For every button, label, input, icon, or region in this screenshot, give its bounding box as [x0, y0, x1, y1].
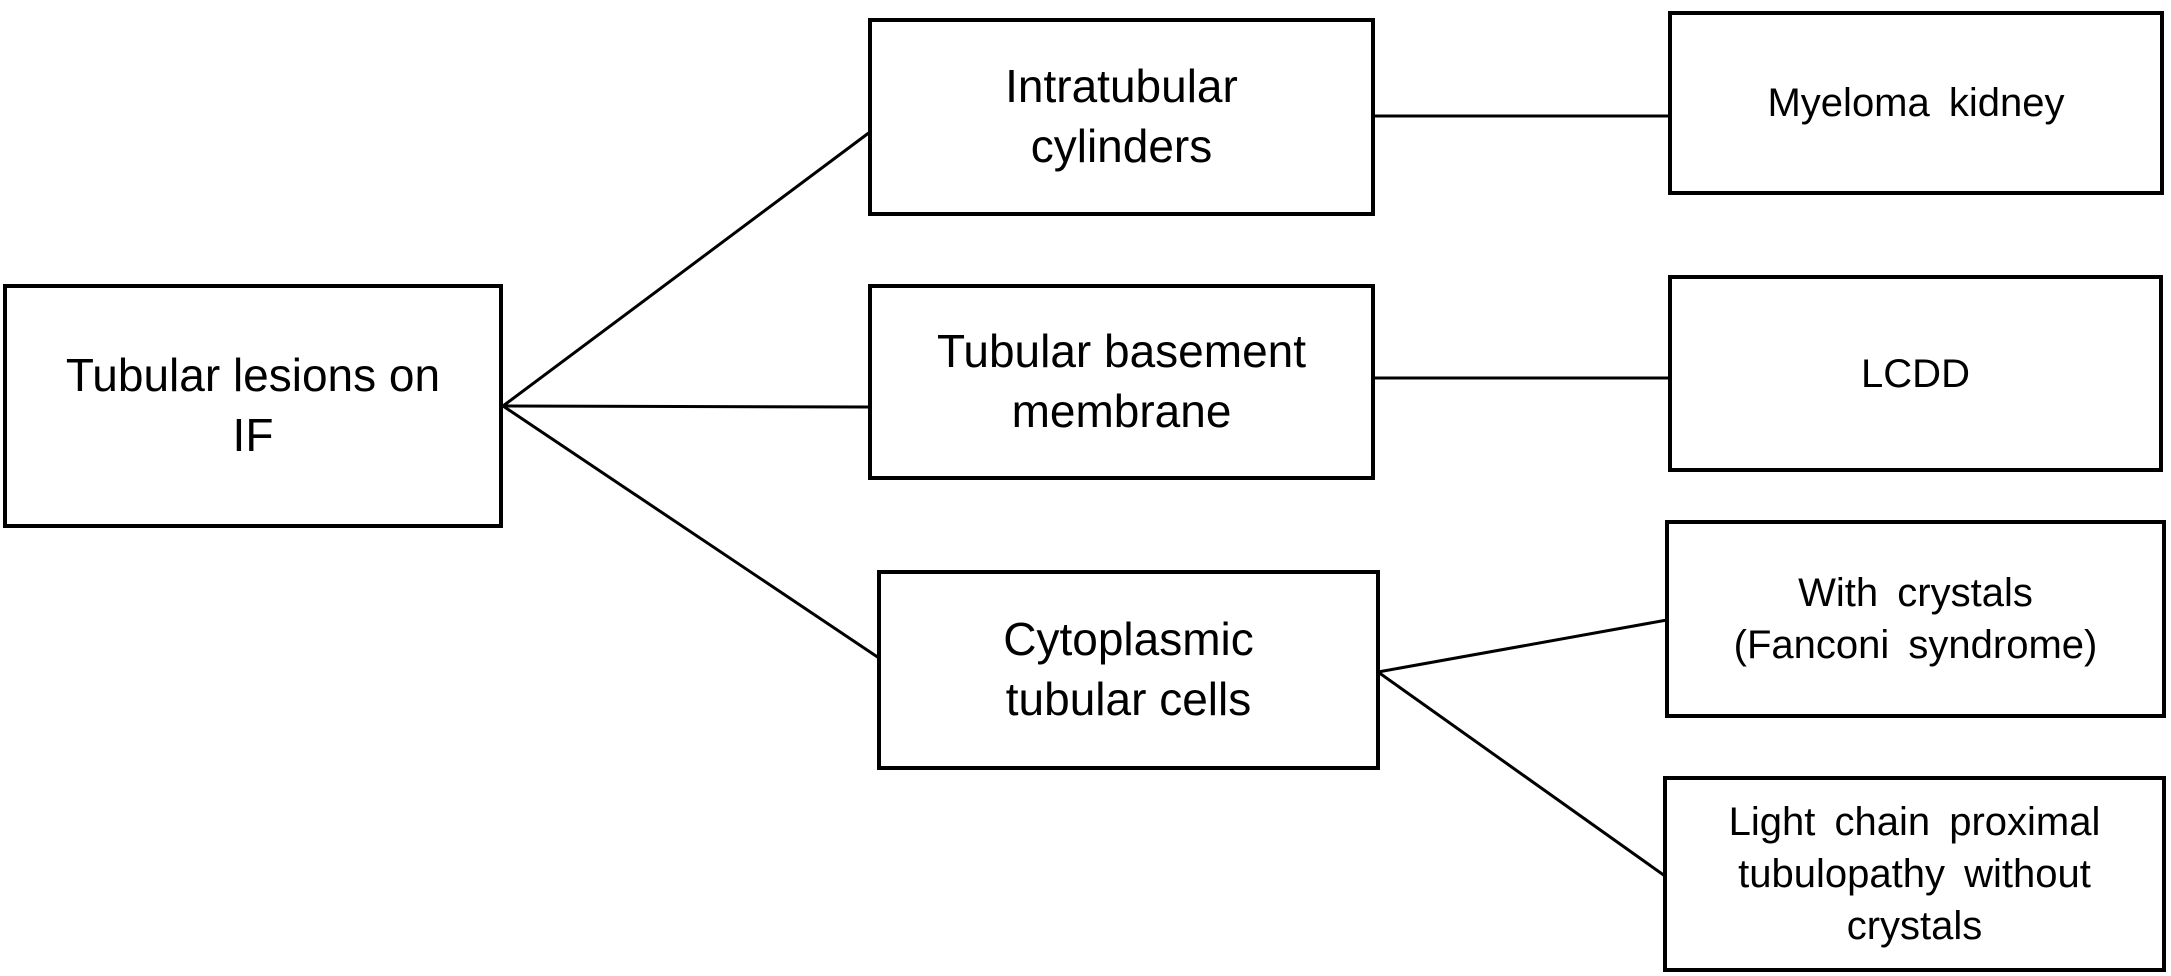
node-intratubular-cylinders: Intratubular cylinders [868, 18, 1375, 216]
node-tubular-basement-membrane: Tubular basement membrane [868, 284, 1375, 480]
node-with-crystals-fanconi: With crystals (Fanconi syndrome) [1665, 520, 2166, 718]
node-light-chain-proximal-tubulopathy-label: Light chain proximal tubulopathy without… [1728, 800, 2101, 948]
connector-root-cytoplasmic [502, 404, 880, 660]
node-intratubular-cylinders-label: Intratubular cylinders [1005, 60, 1238, 172]
node-myeloma-kidney: Myeloma kidney [1668, 11, 2164, 195]
node-tubular-basement-membrane-label: Tubular basement membrane [936, 325, 1307, 437]
node-lcdd: LCDD [1668, 275, 2163, 472]
node-tubular-lesions-on-if-label: Tubular lesions on IF [65, 349, 441, 461]
node-with-crystals-fanconi-label: With crystals (Fanconi syndrome) [1733, 571, 2098, 667]
connector-cytoplasmic-crystals [1377, 618, 1668, 674]
connector-root-intratubular [502, 130, 871, 408]
node-lcdd-label: LCDD [1861, 351, 1970, 396]
node-cytoplasmic-tubular-cells: Cytoplasmic tubular cells [877, 570, 1380, 770]
connector-cytoplasmic-nocrystals [1377, 670, 1666, 878]
node-myeloma-kidney-label: Myeloma kidney [1767, 81, 2065, 125]
node-tubular-lesions-on-if: Tubular lesions on IF [3, 284, 503, 528]
node-light-chain-proximal-tubulopathy: Light chain proximal tubulopathy without… [1663, 776, 2166, 972]
node-cytoplasmic-tubular-cells-label: Cytoplasmic tubular cells [1003, 613, 1254, 725]
connector-root-tbm [502, 404, 871, 409]
